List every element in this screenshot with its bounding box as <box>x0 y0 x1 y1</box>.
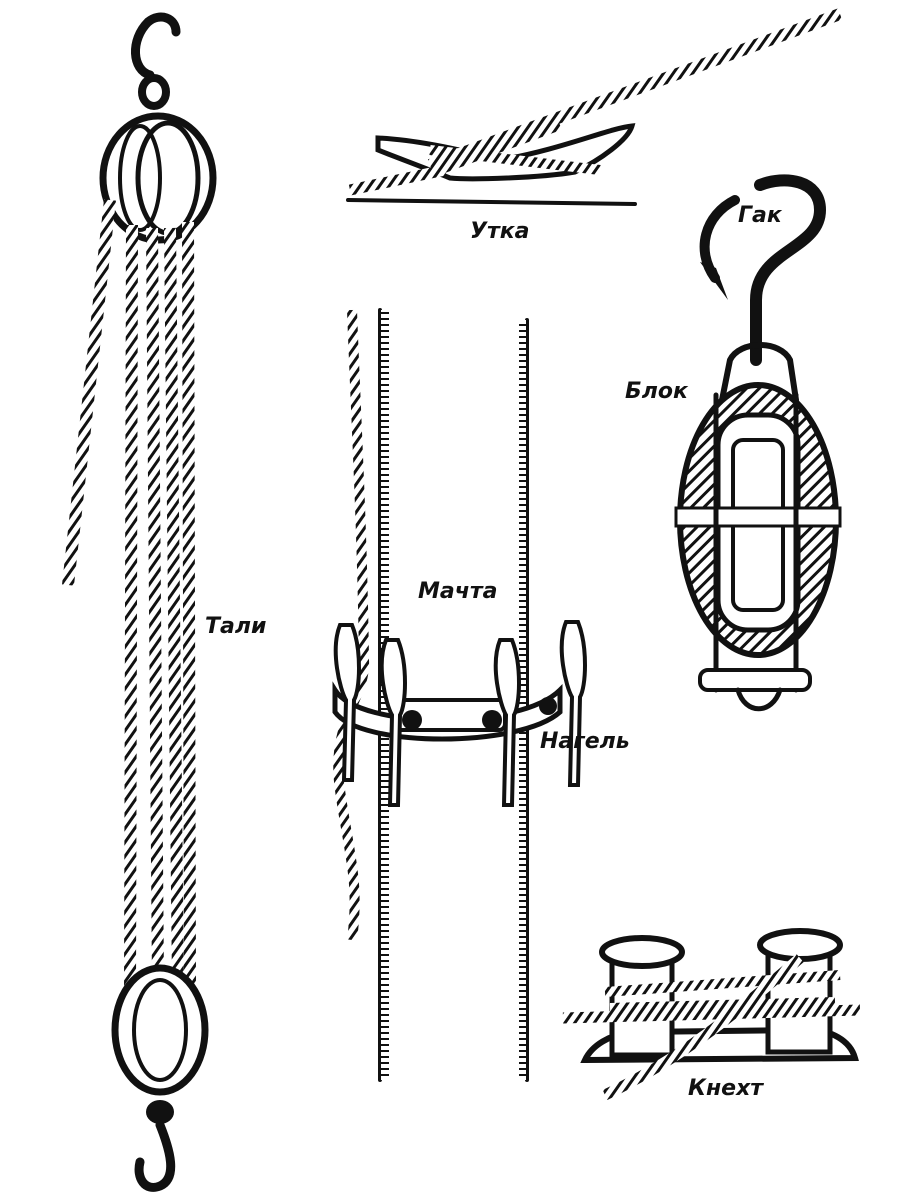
tackle-top-shackle <box>138 74 170 110</box>
tackle-top-hook <box>131 12 181 80</box>
label-blok: Блок <box>625 379 689 404</box>
knekht-rope <box>562 1004 861 1024</box>
label-gak: Гак <box>738 203 783 228</box>
cleat-deck-line <box>346 198 637 206</box>
label-knekht: Кнехт <box>688 1076 764 1101</box>
label-nagel: Нагель <box>540 729 630 754</box>
mast-drawing: Мачта Нагель <box>332 308 630 1082</box>
nagel-pin <box>559 620 587 787</box>
tackle-bottom-block <box>111 964 209 1096</box>
blok-axle <box>674 506 842 528</box>
gak-hook <box>750 174 826 366</box>
block-drawing: Гак Блок <box>625 174 842 712</box>
label-tali: Тали <box>205 614 266 639</box>
cleat-drawing: Утка <box>346 8 843 244</box>
label-machta: Мачта <box>418 579 497 604</box>
label-utka: Утка <box>470 219 530 244</box>
tackle-free-rope <box>62 199 116 586</box>
tackle-drawing: Тали <box>62 12 266 1192</box>
belaying-pins <box>333 620 587 807</box>
cleat-rope <box>427 8 843 171</box>
tackle-bottom-hook <box>134 1120 176 1192</box>
bollard-drawing: Кнехт <box>562 928 861 1101</box>
